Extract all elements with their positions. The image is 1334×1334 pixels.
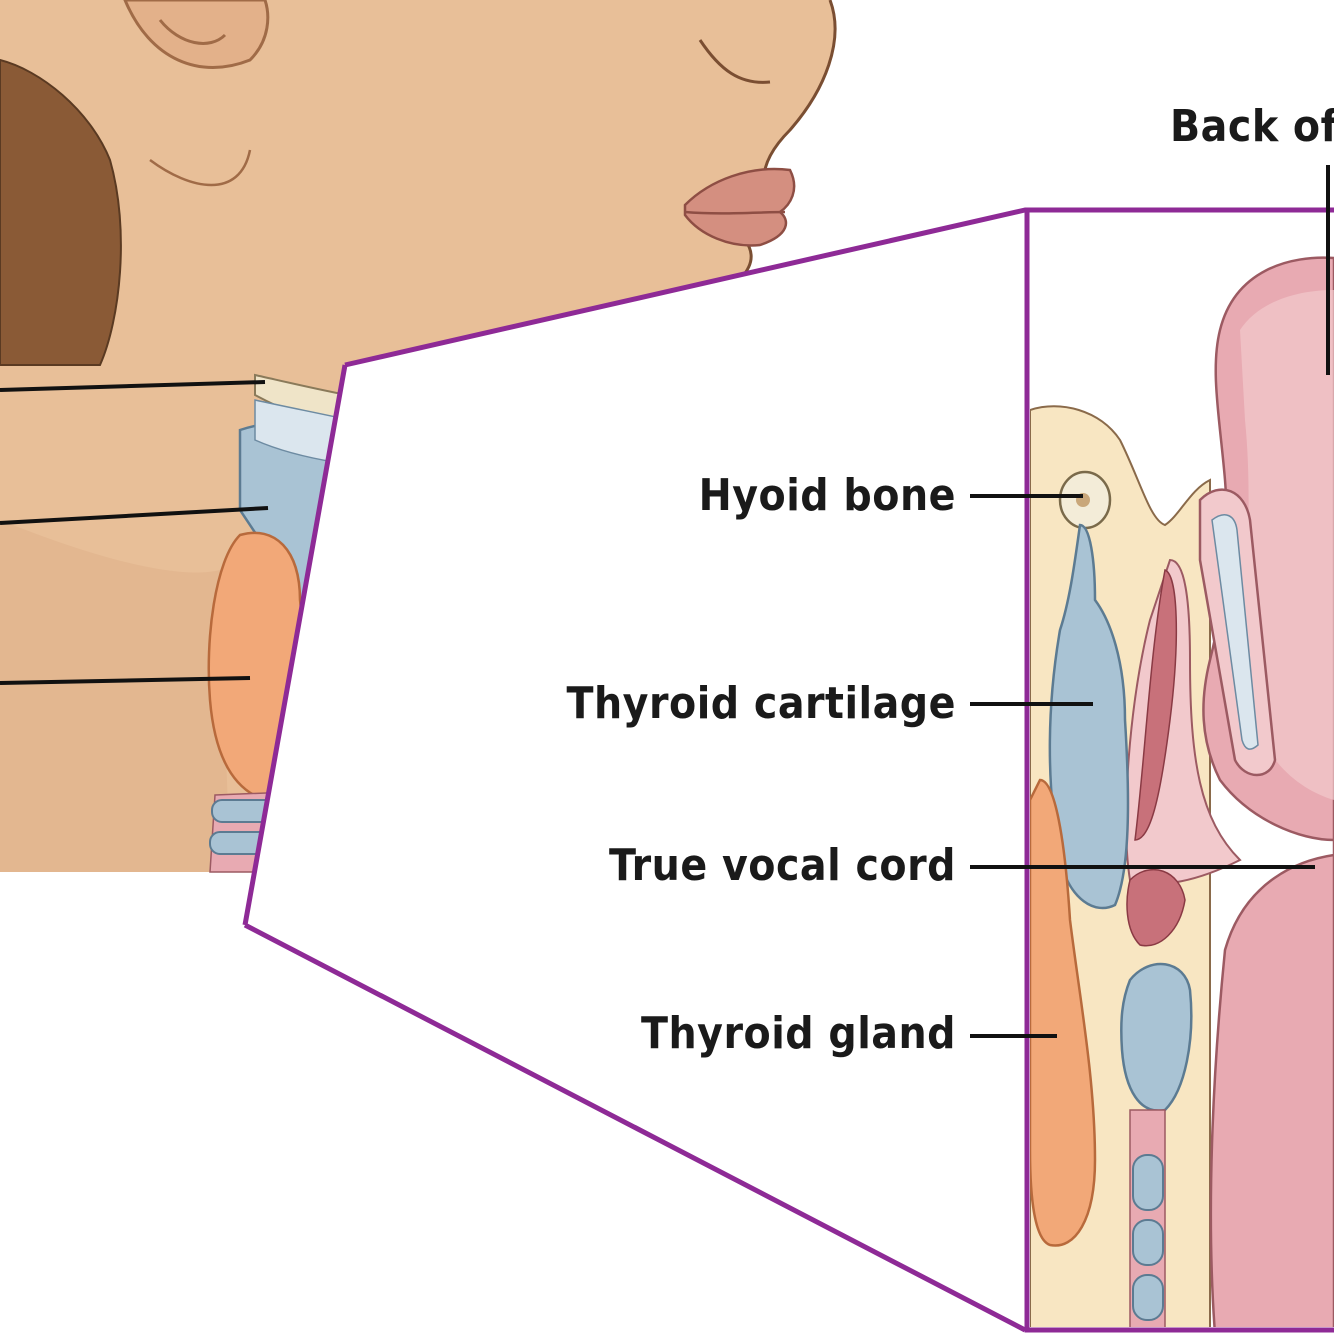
thyroid-ventricle [1126, 869, 1186, 947]
jaw-line [149, 149, 252, 187]
label-thyroid-gland: Thyroid gland [640, 1008, 956, 1059]
leader-line-left-cartilage [0, 506, 269, 525]
label-hyoid-bone: Hyoid bone [698, 470, 956, 521]
cricoid-section [1120, 962, 1193, 1112]
neck-shadow [0, 520, 230, 872]
tracheal-ring-section [1132, 1219, 1164, 1266]
nostril [698, 39, 771, 84]
ear [123, 0, 270, 69]
epiglottis-cartilage [1211, 514, 1259, 750]
leader-line-left-hyoid [0, 380, 266, 392]
label-back-of: Back of [1170, 101, 1334, 152]
thyroid-cartilage-section [1048, 523, 1130, 910]
inset-frame [1024, 207, 1334, 1333]
leader-line-left-gland [0, 676, 251, 685]
tracheal-ring-section [1132, 1154, 1164, 1211]
hair [0, 58, 122, 366]
ear-inner [158, 19, 227, 45]
thyroid-gland-section [1030, 778, 1097, 1247]
tracheal-ring-section [1132, 1274, 1164, 1321]
zoom-frame-outline [242, 207, 1027, 1333]
cross-section-inset [970, 165, 1334, 1327]
lips-seam [684, 210, 786, 215]
vocal-muscle [1134, 568, 1178, 841]
label-thyroid-cartilage: Thyroid cartilage [566, 678, 956, 729]
label-true-vocal-cord: True vocal cord [608, 840, 956, 891]
